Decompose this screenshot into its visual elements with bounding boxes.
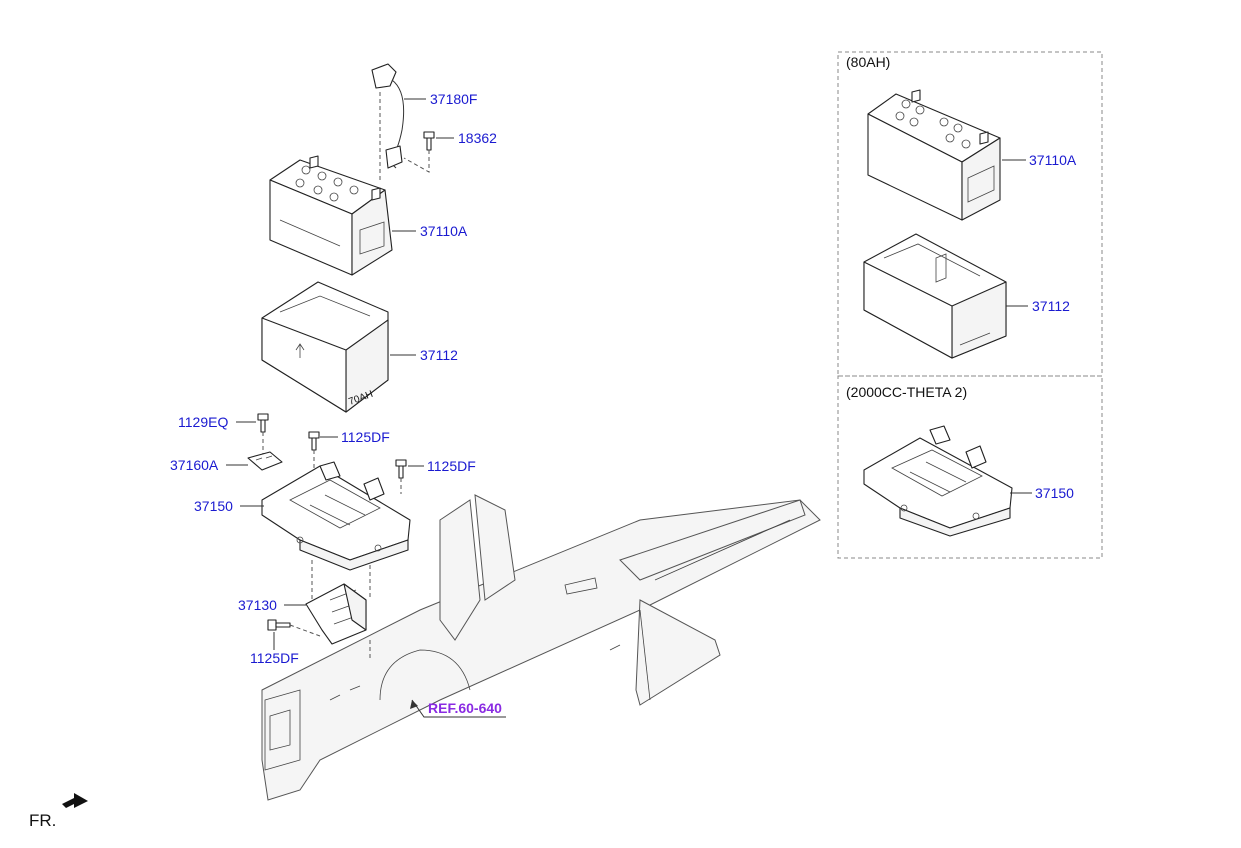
callout-37160A[interactable]: 37160A	[170, 457, 219, 473]
battery-80ah-part	[867, 89, 1001, 221]
bolt-1129eq-part	[257, 413, 269, 456]
bolt-1125df-top-part	[308, 431, 320, 470]
callout-1125DF-right[interactable]: 1125DF	[427, 458, 476, 474]
battery-part	[269, 155, 393, 276]
alignment-lines	[311, 560, 371, 660]
insulation-case-80ah-part	[863, 233, 1007, 359]
variant-theta-title: (2000CC-THETA 2)	[846, 384, 967, 400]
callout-37112[interactable]: 37112	[420, 347, 458, 363]
sensor-cable-part	[371, 63, 405, 180]
callout-80ah-37110A[interactable]: 37110A	[1029, 152, 1077, 168]
callout-37110A[interactable]: 37110A	[420, 223, 468, 239]
bolt-1125df-right-part	[395, 459, 407, 494]
variant-theta-box	[837, 375, 1103, 559]
insulation-case-part: 70AH	[261, 281, 389, 413]
callout-1129EQ[interactable]: 1129EQ	[178, 414, 228, 430]
bolt-18362-part	[403, 131, 435, 173]
callout-1125DF-bottom[interactable]: 1125DF	[250, 650, 299, 666]
callout-37180F[interactable]: 37180F	[430, 91, 477, 107]
front-arrow-icon	[62, 793, 88, 808]
vehicle-frame	[261, 494, 821, 801]
callout-theta-37150[interactable]: 37150	[1035, 485, 1074, 501]
callout-1125DF-top[interactable]: 1125DF	[341, 429, 390, 445]
callout-80ah-37112[interactable]: 37112	[1032, 298, 1070, 314]
callout-18362[interactable]: 18362	[458, 130, 497, 146]
tray-part	[261, 461, 411, 571]
ref-arrow	[410, 700, 418, 709]
bracket-part	[305, 583, 367, 645]
clamp-part	[247, 451, 283, 471]
tray-theta-part	[863, 425, 1013, 537]
bolt-1125df-bottom-part	[267, 619, 321, 637]
front-direction-label: FR.	[29, 811, 56, 830]
variant-80ah-title: (80AH)	[846, 54, 890, 70]
ref-60-640-link[interactable]: REF.60-640	[428, 700, 502, 716]
callout-37150[interactable]: 37150	[194, 498, 233, 514]
callout-37130[interactable]: 37130	[238, 597, 277, 613]
